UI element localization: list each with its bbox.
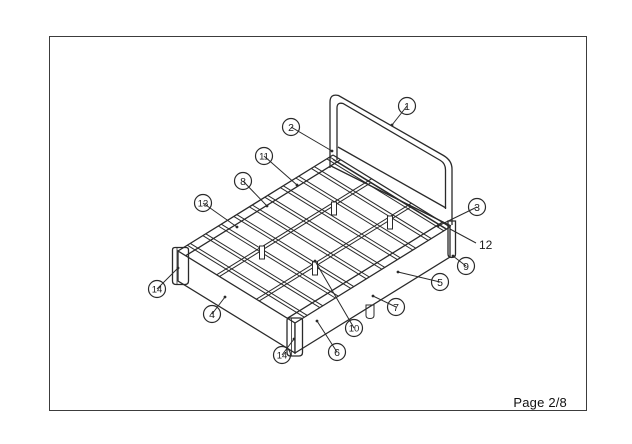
svg-text:5: 5: [437, 277, 443, 289]
svg-text:14: 14: [277, 351, 288, 362]
page-number-label: Page 2/8: [513, 395, 567, 410]
svg-text:8: 8: [240, 176, 246, 188]
callout-3: 3: [436, 197, 487, 228]
svg-text:6: 6: [334, 347, 340, 359]
callout-8: 8: [233, 171, 269, 208]
callout-2: 2: [281, 117, 334, 153]
corner-legs: [171, 220, 457, 357]
svg-text:11: 11: [259, 152, 269, 163]
svg-text:13: 13: [198, 199, 209, 210]
svg-text:2: 2: [288, 122, 294, 134]
rail-edges: [177, 154, 451, 319]
svg-text:10: 10: [349, 324, 360, 335]
callout-7: 7: [371, 294, 406, 317]
callout-6: 6: [315, 319, 347, 362]
callout-9: 9: [451, 254, 476, 276]
center-support-legs: [259, 201, 393, 276]
svg-text:3: 3: [474, 202, 480, 214]
svg-text:12: 12: [479, 238, 493, 252]
callout-10: 10: [313, 259, 364, 338]
svg-text:1: 1: [404, 101, 410, 113]
svg-text:14: 14: [152, 285, 163, 296]
callout-13: 13: [193, 193, 239, 229]
callout-14-front: 14: [272, 337, 296, 365]
callout-1: 1: [390, 96, 417, 127]
callout-4: 4: [202, 295, 227, 324]
svg-text:7: 7: [393, 302, 399, 314]
callout-11: 11: [254, 146, 299, 187]
svg-text:4: 4: [209, 309, 215, 321]
callout-12: 12: [449, 228, 493, 252]
page-border: [49, 36, 587, 411]
headboard-right-leg: [447, 220, 457, 259]
svg-text:9: 9: [463, 261, 469, 273]
mid-support-leg: [365, 304, 375, 320]
callout-14-left: 14: [147, 266, 180, 299]
callout-5: 5: [396, 270, 450, 292]
